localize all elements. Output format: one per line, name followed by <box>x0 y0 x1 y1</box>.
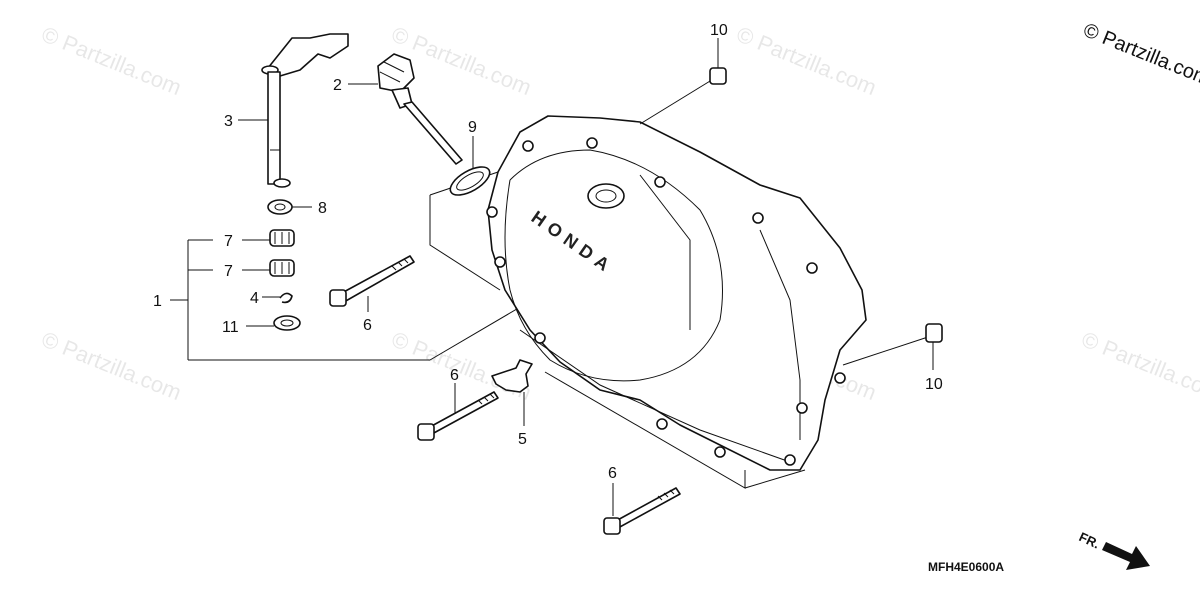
part-10-dowel-top <box>709 67 727 85</box>
part-5-bracket <box>491 359 533 393</box>
callout-2: 2 <box>333 77 342 94</box>
part-6-bolt-middle <box>417 391 499 441</box>
watermark: © Partzilla.com <box>1078 326 1200 405</box>
callout-3: 3 <box>224 113 233 130</box>
part-2-dipstick <box>377 53 463 165</box>
callout-10-right: 10 <box>925 376 943 393</box>
callout-6-middle: 6 <box>450 367 459 384</box>
diagram-code: MFH4E0600A <box>928 560 1004 574</box>
watermark: © Partzilla.com <box>388 326 535 405</box>
part-3-shaft <box>261 33 349 188</box>
callout-7-lower: 7 <box>224 263 233 280</box>
leader-lines <box>238 38 934 516</box>
callout-10-top: 10 <box>710 22 728 39</box>
crankcase-cover: HONDA <box>486 115 867 471</box>
part-11-seal <box>273 315 301 331</box>
part-9-oring <box>449 166 491 196</box>
callout-1: 1 <box>153 293 162 310</box>
part-10-dowel-right <box>925 323 943 343</box>
part-6-bolt-upper <box>329 255 415 307</box>
front-indicator: FR. <box>1077 529 1150 570</box>
watermark: © Partzilla.com <box>733 21 880 100</box>
callout-6-upper: 6 <box>363 317 372 334</box>
guide-lines <box>429 77 929 489</box>
callout-7-upper: 7 <box>224 233 233 250</box>
callout-11: 11 <box>222 319 239 336</box>
front-arrow-icon <box>1102 542 1150 570</box>
watermark: © Partzilla.com <box>38 21 185 100</box>
part-7-bearing-lower <box>269 259 295 277</box>
part-6-bolt-lower <box>603 487 681 535</box>
part-4-circlip <box>279 292 293 304</box>
front-label: FR. <box>1077 529 1102 551</box>
copyright-text: © Partzilla.com <box>1080 19 1200 90</box>
callout-5: 5 <box>518 431 527 448</box>
part-8-seal <box>267 199 293 215</box>
watermark: © Partzilla.com <box>38 326 185 405</box>
callout-6-lower: 6 <box>608 465 617 482</box>
callout-labels: 1 2 3 4 5 6 6 6 7 7 8 9 10 10 11 <box>153 22 943 482</box>
callout-9: 9 <box>468 119 477 136</box>
callout-4: 4 <box>250 290 259 307</box>
part-7-bearing-upper <box>269 229 295 247</box>
callout-8: 8 <box>318 200 327 217</box>
